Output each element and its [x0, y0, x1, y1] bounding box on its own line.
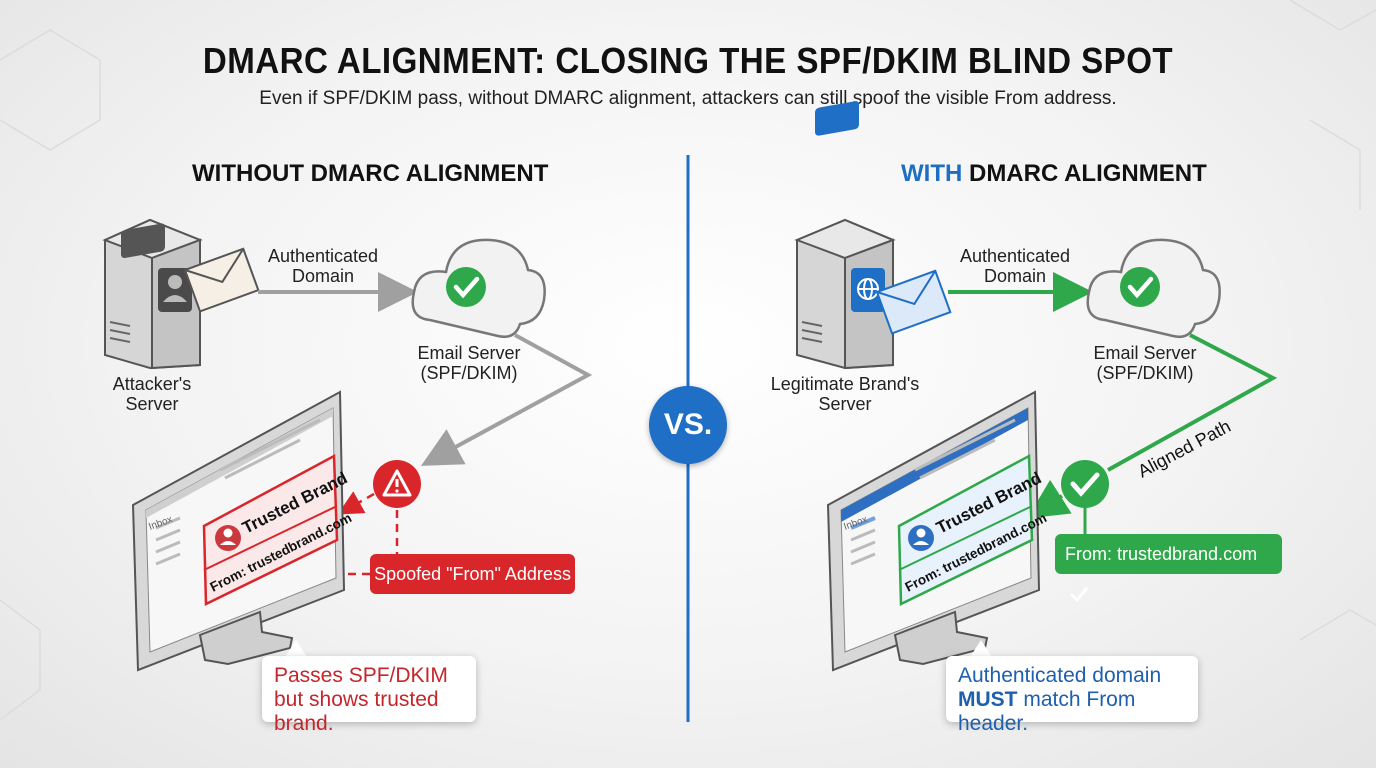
right-check-icon [1120, 267, 1160, 307]
right-heading-prefix: WITH [901, 160, 963, 187]
warning-icon [373, 460, 421, 508]
left-email-card [202, 453, 339, 606]
left-callout: Passes SPF/DKIM but shows trusted brand. [262, 656, 476, 735]
right-avatar-icon [908, 525, 934, 551]
aligned-path-arrow [1027, 479, 1072, 519]
attacker-server [102, 218, 203, 370]
legitimate-server [794, 101, 896, 370]
gray-delivery-path [420, 333, 593, 466]
legitimate-server-label: Legitimate Brand's Server [770, 374, 920, 414]
aligned-check-icon [1061, 460, 1109, 508]
right-email-server-label: Email Server (SPF/DKIM) [1093, 343, 1197, 383]
right-arrow-label: Authenticated Domain [959, 246, 1071, 286]
page-title: DMARC ALIGNMENT: CLOSING THE SPF/DKIM BL… [202, 40, 1174, 81]
right-section-heading: WITH DMARC ALIGNMENT [901, 160, 1207, 188]
left-callout-tail [285, 640, 307, 657]
left-email-server-label: Email Server (SPF/DKIM) [417, 343, 521, 383]
vs-badge: VS. [649, 386, 727, 464]
globe-icon [857, 278, 879, 300]
background-pattern [0, 0, 1376, 721]
blue-envelope-icon [875, 269, 952, 335]
right-callout: Authenticated domain MUST match From hea… [946, 656, 1198, 735]
avatar-icon [215, 525, 241, 551]
right-heading-rest: DMARC ALIGNMENT [968, 160, 1207, 187]
right-callout-tail [970, 640, 992, 657]
check-icon [446, 267, 486, 307]
user-icon [163, 275, 187, 302]
envelope-icon [183, 247, 260, 313]
aligned-path-line [1107, 333, 1278, 472]
right-callout-rest: match From header. [958, 688, 1136, 735]
right-callout-strong: MUST [958, 688, 1018, 711]
badge-check-icon [1069, 587, 1089, 603]
attacker-server-label: Attacker's Server [112, 374, 192, 414]
from-aligned-text: From: trustedbrand.com [1065, 544, 1258, 564]
left-section-heading: WITHOUT DMARC ALIGNMENT [192, 160, 549, 187]
left-arrow-label: Authenticated Domain [267, 246, 379, 286]
from-aligned-badge: From: trustedbrand.com [1055, 534, 1282, 603]
spoofed-from-badge: Spoofed "From" Address [370, 554, 575, 594]
right-email-card [897, 453, 1034, 606]
page-subtitle: Even if SPF/DKIM pass, without DMARC ali… [259, 88, 1117, 109]
right-callout-line1: Authenticated domain [958, 664, 1162, 687]
